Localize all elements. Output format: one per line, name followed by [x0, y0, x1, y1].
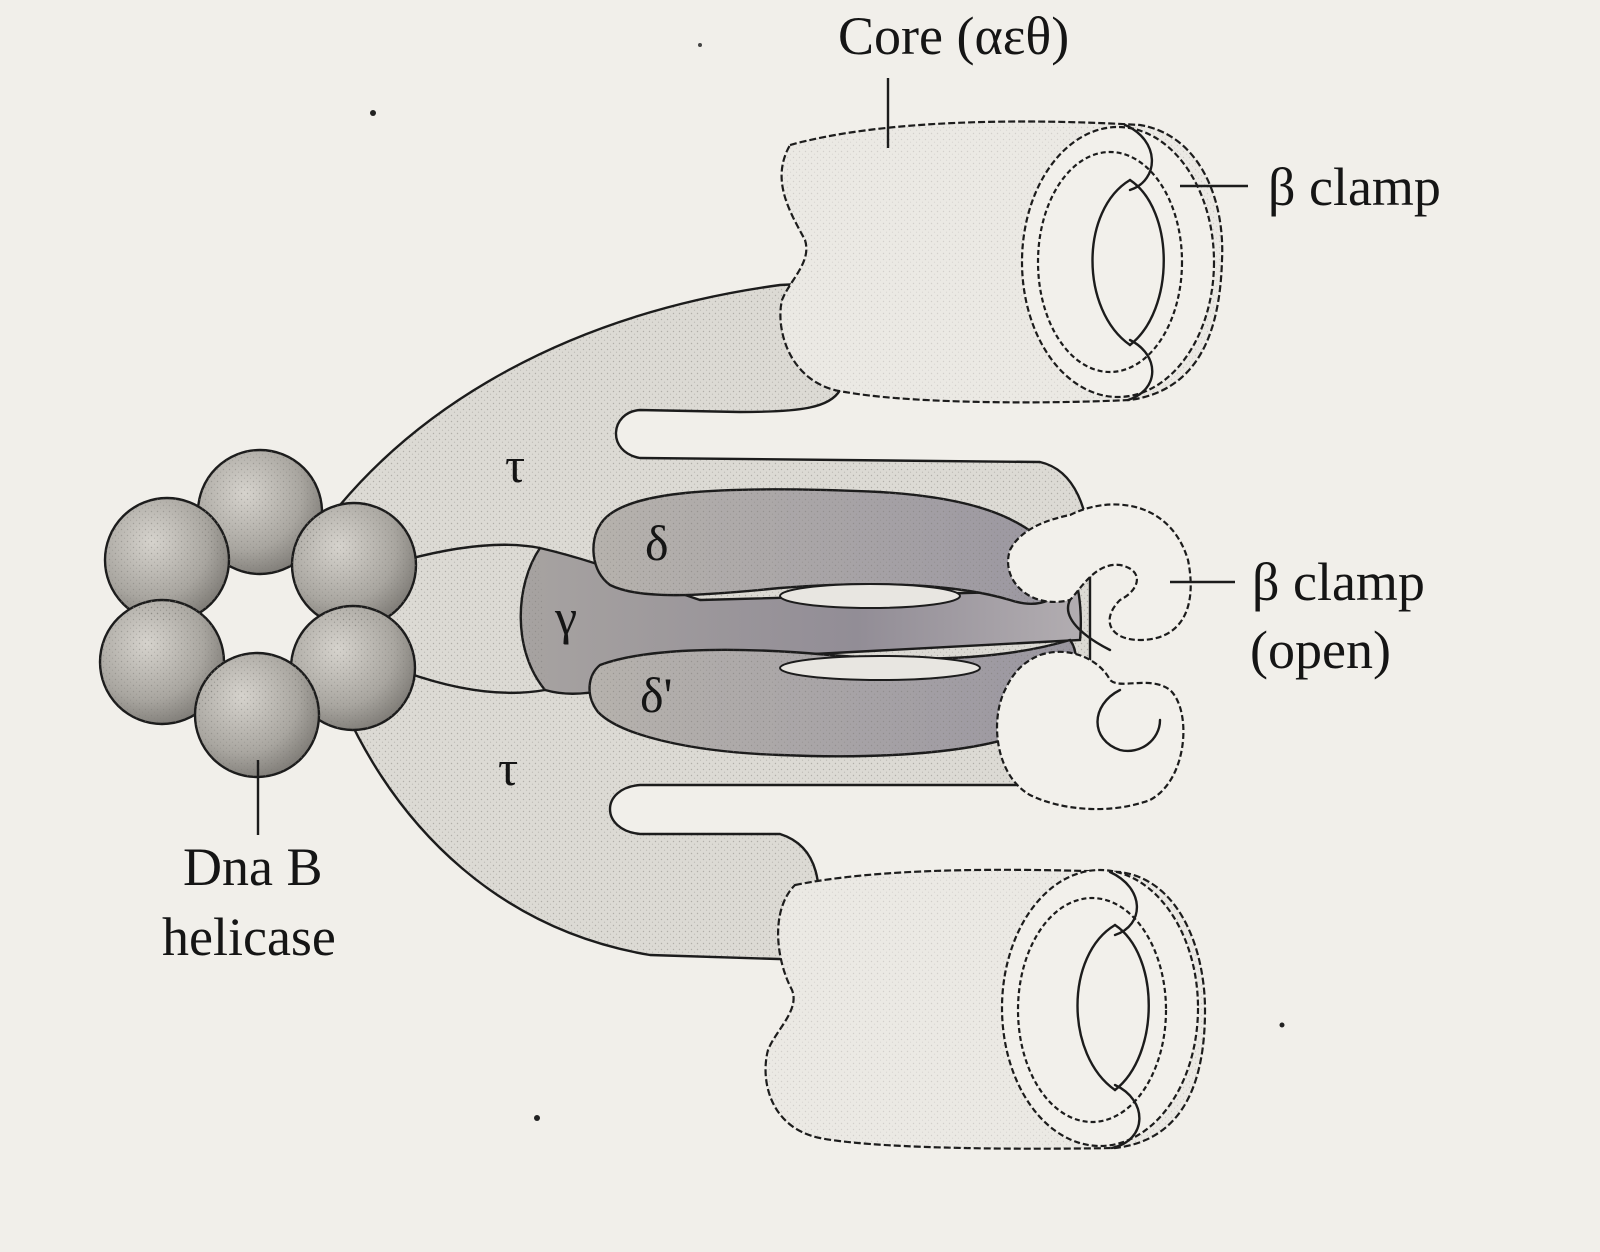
- dnab-helicase: [98, 448, 418, 779]
- helicase-sublabel: helicase: [162, 907, 336, 967]
- helicase-gamma-connector-upper: [403, 543, 542, 562]
- beta-clamp-upper: [1020, 123, 1216, 402]
- beta-clamp-open-sublabel: (open): [1250, 620, 1391, 680]
- tau-label-upper: τ: [505, 437, 525, 493]
- core-label: Core (αεθ): [838, 6, 1069, 66]
- helicase-gamma-connector-lower: [403, 670, 547, 695]
- beta-clamp-open: [995, 503, 1192, 811]
- scan-speck: [534, 1115, 540, 1121]
- helicase-label: Dna B: [183, 837, 322, 897]
- delta-prime-subunit: [588, 638, 1078, 758]
- tau-label-lower: τ: [498, 740, 518, 796]
- delta-prime-label: δ': [640, 667, 673, 723]
- beta-clamp-lower: [1000, 868, 1200, 1150]
- scan-speck: [370, 110, 376, 116]
- gamma-label: γ: [554, 589, 577, 645]
- delta-label: δ: [645, 515, 669, 571]
- scan-speck: [1279, 1022, 1285, 1028]
- scan-speck: [698, 43, 702, 47]
- delta-subunit: [592, 488, 1072, 609]
- beta-clamp-label: β clamp: [1268, 157, 1441, 217]
- beta-clamp-open-label: β clamp: [1252, 552, 1425, 612]
